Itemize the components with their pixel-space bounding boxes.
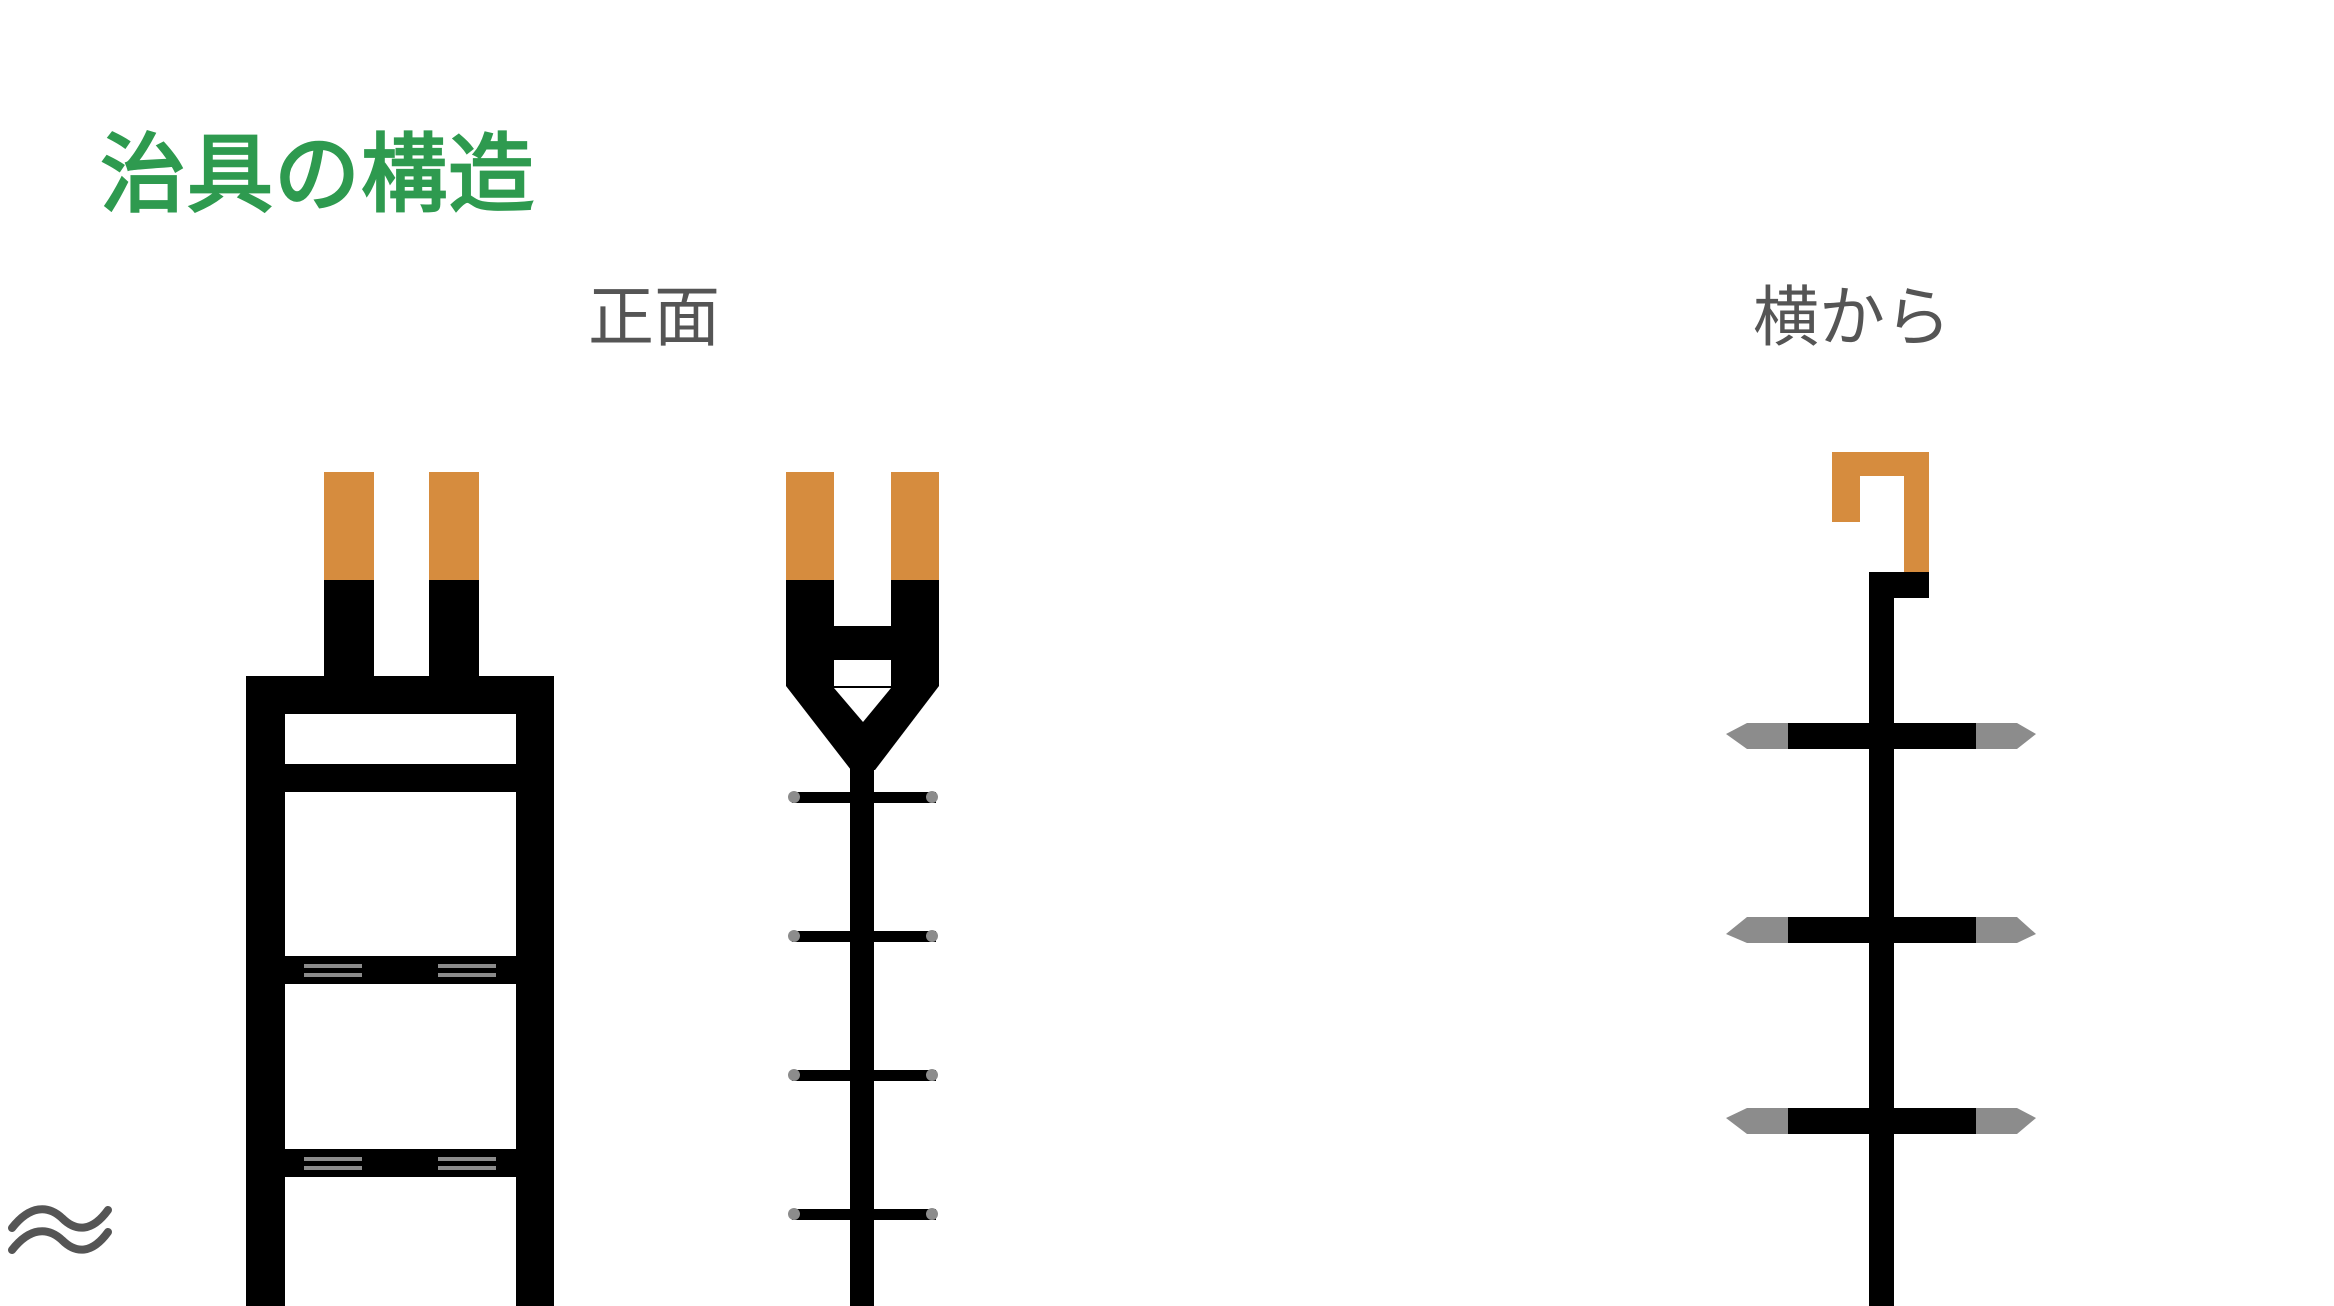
frame-top-bar (246, 676, 554, 714)
side-view-hanger (1726, 452, 2036, 1306)
clip-post-left (324, 580, 374, 677)
fork-orange-right (891, 472, 939, 580)
side-view-label: 横から (1753, 279, 1951, 356)
frame-crossbar-1 (246, 764, 554, 792)
pad-marks-row-2 (304, 1157, 496, 1170)
side-arms (1726, 723, 2036, 1134)
side-hook (1832, 452, 1929, 572)
frame-crossbar-2 (246, 956, 554, 984)
front-ladder-frame (246, 472, 554, 1306)
double-wave-icon (8, 1205, 112, 1254)
page-title: 治具の構造 (100, 125, 535, 225)
clip-orange-right (429, 472, 479, 580)
clip-orange-left (324, 472, 374, 580)
fork-y-notch (834, 688, 891, 722)
pad-marks-row-1 (304, 964, 496, 977)
front-fork-hanger (786, 472, 939, 1306)
fork-orange-left (786, 472, 834, 580)
front-view-label: 正面 (588, 279, 720, 356)
fork-arms (788, 791, 938, 1220)
fork-y-body (786, 686, 939, 770)
fork-pole (850, 768, 874, 1306)
fork-crossbar (786, 626, 939, 660)
frame-crossbar-3 (246, 1149, 554, 1177)
clip-post-right (429, 580, 479, 677)
